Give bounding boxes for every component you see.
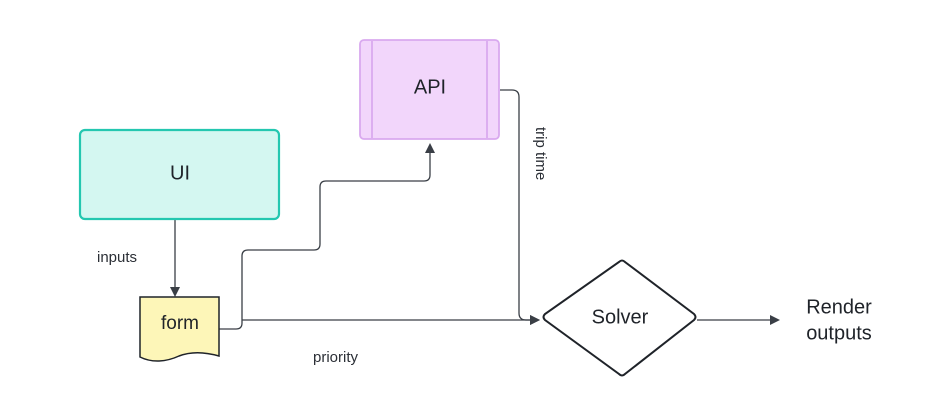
render-outputs-line1: Render [806, 296, 872, 318]
form-node[interactable]: form [139, 296, 220, 362]
edge-label-priority: priority [313, 349, 359, 366]
form-node-label: form [161, 313, 199, 334]
ui-node[interactable]: UI [78, 128, 281, 221]
edge-label-trip-time: trip time [532, 127, 549, 180]
api-node-label: API [414, 76, 446, 98]
edge-form-to-api [219, 143, 435, 330]
render-outputs-line2: outputs [806, 322, 872, 344]
edge-label-inputs: inputs [97, 249, 137, 266]
ui-node-label: UI [170, 162, 190, 184]
api-node[interactable]: API [359, 39, 500, 140]
render-outputs-node: Render outputs [806, 296, 872, 344]
solver-node-label: Solver [592, 306, 649, 328]
edge-api-to-solver [500, 89, 540, 325]
solver-node[interactable]: Solver [542, 259, 697, 377]
